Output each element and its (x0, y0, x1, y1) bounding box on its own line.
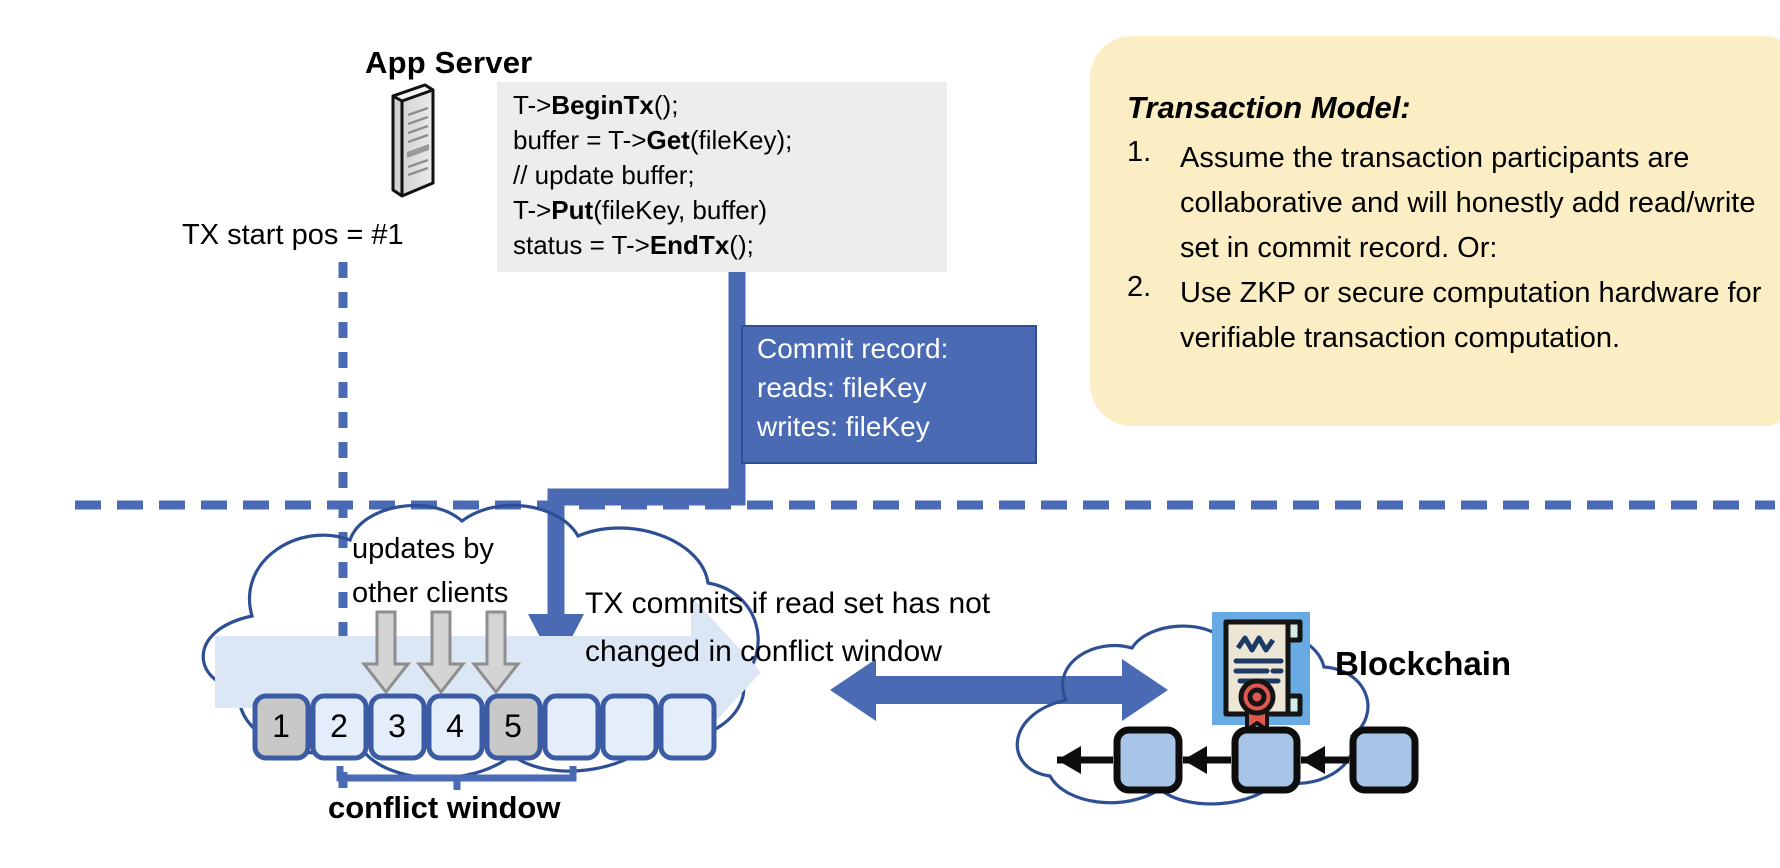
ledger-cell-5[interactable]: 5 (504, 708, 522, 744)
tx-commit-condition-note: TX commits if read set has not changed i… (585, 587, 991, 668)
transaction-model-item-number: 1. (1127, 136, 1152, 168)
transaction-model-item-text: Use ZKP or secure computation hardware f… (1180, 277, 1762, 354)
blockchain-label: Blockchain (1335, 645, 1512, 682)
conflict-window-brace (336, 766, 577, 790)
commit-record-box (741, 325, 1037, 464)
commit-record-line: writes: fileKey (757, 411, 930, 442)
other-clients-updates-label: updates by other clients (352, 533, 509, 609)
blockchain-cloud (1015, 624, 1370, 806)
app-server-title: App Server (365, 45, 533, 80)
code-snippet-box (497, 82, 947, 272)
code-line: status = T->EndTx(); (513, 230, 754, 260)
conflict-window-label: conflict window (328, 790, 561, 825)
ledger-blockchain-sync-arrow (830, 659, 1168, 721)
ledger-cell-2[interactable]: 2 (330, 708, 348, 744)
code-line: buffer = T->Get(fileKey); (513, 125, 793, 155)
server-tower-icon (391, 83, 435, 198)
transaction-model-callout (1090, 36, 1780, 426)
commit-record-line: Commit record: (757, 333, 949, 364)
ledger-cells-group (252, 693, 717, 761)
transaction-model-item-number: 2. (1127, 271, 1152, 303)
other-client-update-arrows (360, 610, 522, 695)
code-snippet-text: T->BeginTx(); buffer = T->Get(fileKey); … (513, 88, 953, 263)
transaction-model-item-text: Assume the transaction participants are … (1180, 142, 1756, 264)
code-line: // update buffer; (513, 160, 695, 190)
certificate-seal-icon (1212, 612, 1310, 732)
ledger-cell-4[interactable]: 4 (446, 708, 464, 744)
transaction-model-title: Transaction Model: (1127, 90, 1411, 125)
code-line: T->Put(fileKey, buffer) (513, 195, 768, 225)
ledger-cell-3[interactable]: 3 (388, 708, 406, 744)
commit-record-text: Commit record: reads: fileKey writes: fi… (757, 329, 1037, 446)
tx-start-pos-label: TX start pos = #1 (182, 219, 404, 251)
ledger-cell-1[interactable]: 1 (272, 708, 290, 744)
commit-record-line: reads: fileKey (757, 372, 927, 403)
blockchain-blocks-group (1057, 726, 1419, 794)
code-line: T->BeginTx(); (513, 90, 679, 120)
